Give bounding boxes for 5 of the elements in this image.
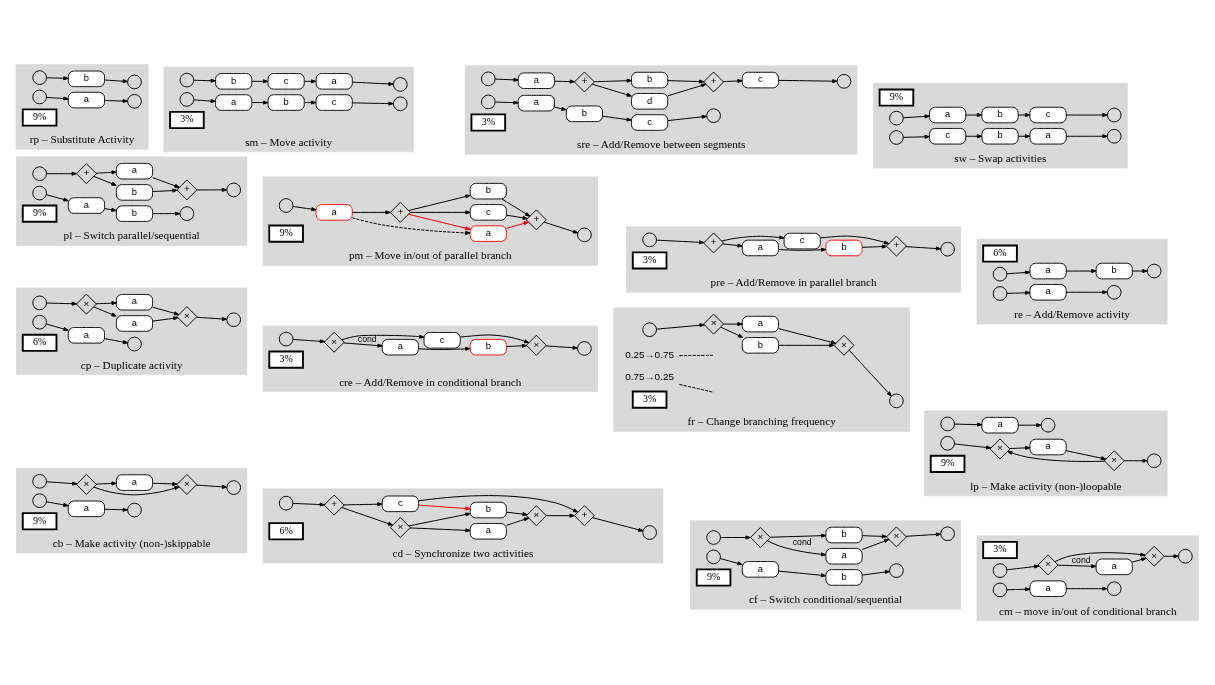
edge-label: cond <box>792 537 812 548</box>
edge-label: cond <box>1071 555 1091 566</box>
node-text: 0.75→0.25 <box>625 371 675 383</box>
edge-label: cond <box>357 333 377 344</box>
node-text: 0.25→0.75 <box>625 349 675 361</box>
